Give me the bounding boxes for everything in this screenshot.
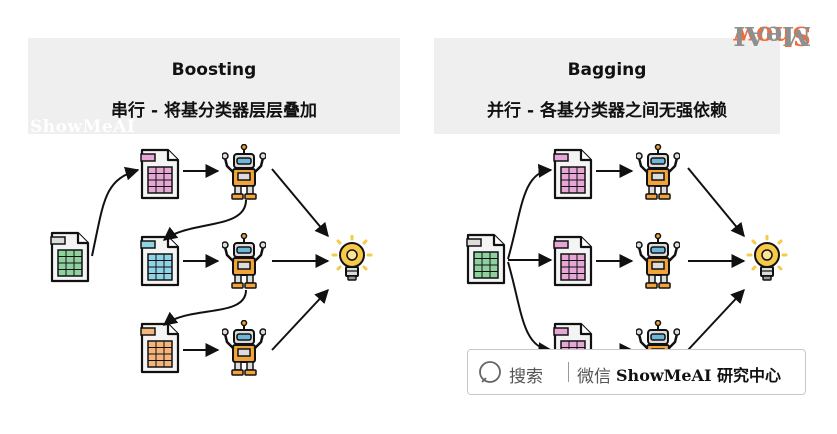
- robot-icon: [636, 233, 680, 289]
- document-icon: [553, 235, 593, 287]
- boosting-diagram: [50, 144, 373, 376]
- boosting-title: Boosting: [171, 60, 257, 80]
- watermark-left: ShowMeAI: [30, 117, 136, 137]
- search-label: 搜索: [509, 367, 543, 387]
- brand-cn: 研究中心: [711, 366, 781, 385]
- bagging-title: Bagging: [567, 60, 647, 80]
- lightbulb-icon: [331, 235, 373, 282]
- robot-icon: [222, 320, 266, 376]
- search-icon: [478, 360, 504, 390]
- document-icon: [466, 233, 506, 285]
- brand-en: ShowMeAI: [616, 366, 712, 385]
- document-icon: [140, 322, 180, 374]
- bagging-diagram: [466, 144, 788, 376]
- bagging-header: Bagging 并行 - 各基分类器之间无强依赖: [434, 38, 780, 134]
- robot-icon: [222, 233, 266, 289]
- search-bar[interactable]: 搜索 微信 ShowMeAI 研究中心: [467, 349, 806, 395]
- document-icon: [140, 235, 180, 287]
- bagging-subtitle: 并行 - 各基分类器之间无强依赖: [487, 101, 727, 121]
- robot-icon: [222, 144, 266, 200]
- document-icon: [50, 231, 90, 283]
- lightbulb-icon: [746, 235, 788, 282]
- boosting-header: Boosting 串行 - 将基分类器层层叠加: [28, 38, 400, 134]
- document-icon: [140, 148, 180, 200]
- search-separator: [568, 362, 569, 382]
- brand-label: ShowMeAI 研究中心: [616, 362, 781, 386]
- wechat-label: 微信: [577, 367, 611, 387]
- document-icon: [553, 148, 593, 200]
- robot-icon: [636, 144, 680, 200]
- boosting-subtitle: 串行 - 将基分类器层层叠加: [111, 101, 317, 121]
